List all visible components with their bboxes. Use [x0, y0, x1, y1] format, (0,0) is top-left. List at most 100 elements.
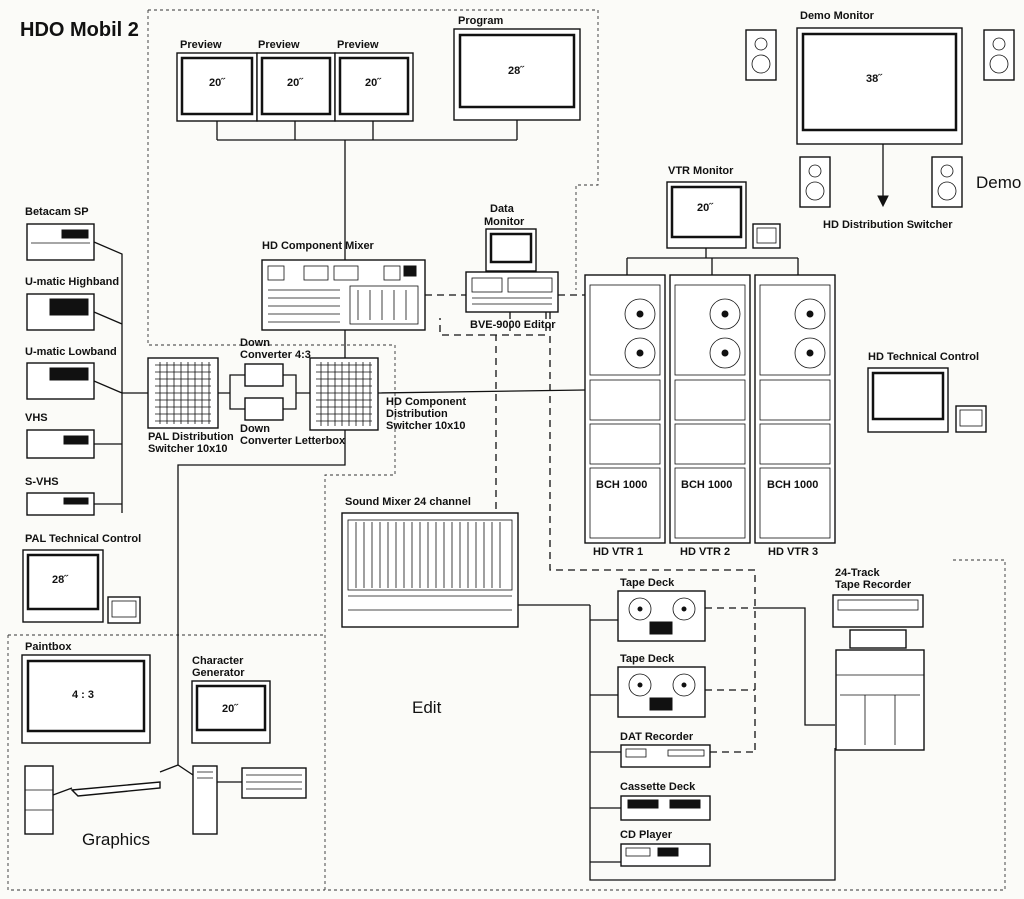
dat-recorder-label: DAT Recorder: [620, 731, 694, 743]
speaker-icon: [983, 29, 1015, 81]
vtr-2-label: HD VTR 2: [680, 546, 730, 558]
data-monitor-label-2: Monitor: [484, 216, 525, 228]
betacam-label: Betacam SP: [25, 206, 89, 218]
source-bus-lines: [93, 241, 148, 513]
data-monitor: Data Monitor: [484, 203, 537, 272]
vhs-deck: VHS: [25, 412, 95, 459]
vtr-rack-1: BCH 1000 HD VTR 1: [584, 274, 666, 558]
demo-monitor-label: Demo Monitor: [800, 10, 875, 22]
vtr-3-label: HD VTR 3: [768, 546, 818, 558]
program-monitor: Program 28˝: [453, 15, 581, 121]
hd-component-mixer: HD Component Mixer: [261, 240, 426, 331]
bve-editor: BVE-9000 Editor: [465, 271, 559, 331]
vtr-rack-3: BCH 1000 HD VTR 3: [754, 274, 836, 558]
paintbox-aspect: 4 : 3: [72, 689, 94, 701]
sound-mixer: Sound Mixer 24 channel: [341, 496, 590, 628]
vtr-rack-2: BCH 1000 HD VTR 2: [669, 274, 751, 558]
vtr-3-model: BCH 1000: [767, 479, 818, 491]
preview-size-3: 20˝: [365, 77, 382, 89]
umatic-highband: U-matic Highband: [25, 276, 119, 331]
bve-editor-label: BVE-9000 Editor: [470, 319, 556, 331]
vtr-monitor-size: 20˝: [697, 202, 714, 214]
preview-size-1: 20˝: [209, 77, 226, 89]
vtr-monitor-label: VTR Monitor: [668, 165, 734, 177]
tape-deck-2-label: Tape Deck: [620, 653, 675, 665]
cassette-deck-label: Cassette Deck: [620, 781, 696, 793]
vtr-2-model: BCH 1000: [681, 479, 732, 491]
diagram-title: HDO Mobil 2: [20, 19, 139, 41]
data-monitor-label-1: Data: [490, 203, 515, 215]
hd-component-distribution-switcher: HD Component Distribution Switcher 10x10: [309, 357, 466, 432]
tape-recorder-label-1: 24-Track: [835, 567, 881, 579]
preview-monitor-3: Preview 20˝: [334, 39, 414, 122]
down-conv-lb-label-1: Down: [240, 423, 270, 435]
vtr-1-label: HD VTR 1: [593, 546, 643, 558]
pal-tc-label: PAL Technical Control: [25, 533, 141, 545]
hd-technical-control-label: HD Technical Control: [868, 351, 979, 363]
umatic-low-label: U-matic Lowband: [25, 346, 117, 358]
edit-area-label: Edit: [412, 698, 442, 717]
vhs-label: VHS: [25, 412, 48, 424]
tape-deck-2: Tape Deck: [617, 653, 706, 718]
cd-player: CD Player: [620, 829, 711, 867]
pal-distribution-switcher: PAL Distribution Switcher 10x10: [147, 357, 234, 455]
hd-comp-switcher-label-3: Switcher 10x10: [386, 420, 466, 432]
down-conv-43-label-2: Converter 4:3: [240, 349, 311, 361]
hd-distribution-switcher-label: HD Distribution Switcher: [823, 219, 953, 231]
preview-monitor-1: Preview 20˝: [176, 39, 258, 122]
pal-technical-control: PAL Technical Control 28˝: [22, 533, 141, 624]
speaker-icon: [931, 156, 963, 208]
pal-tc-size: 28˝: [52, 574, 69, 586]
pal-switcher-label-1: PAL Distribution: [148, 431, 234, 443]
umatic-high-label: U-matic Highband: [25, 276, 119, 288]
vtr-monitor: VTR Monitor 20˝: [626, 165, 799, 275]
tape-deck-1-label: Tape Deck: [620, 577, 675, 589]
paintbox-label: Paintbox: [25, 641, 72, 653]
char-gen-label-2: Generator: [192, 667, 245, 679]
pal-switcher-label-2: Switcher 10x10: [148, 443, 228, 455]
cassette-deck: Cassette Deck: [620, 781, 711, 821]
speaker-icon: [799, 156, 831, 208]
down-conv-lb-label-2: Converter Letterbox: [240, 435, 346, 447]
hd-component-mixer-label: HD Component Mixer: [262, 240, 375, 252]
svhs-deck: S-VHS: [25, 476, 95, 516]
24-track-tape-recorder: 24-Track Tape Recorder: [832, 567, 925, 751]
character-generator: Character Generator 20˝: [191, 655, 271, 744]
area-boundaries: [7, 9, 1006, 891]
preview-label-1: Preview: [180, 39, 222, 51]
graphics-area-label: Graphics: [82, 830, 150, 849]
char-gen-label-1: Character: [192, 655, 244, 667]
betacam-sp: Betacam SP: [25, 206, 95, 261]
tape-deck-1: Tape Deck: [617, 577, 706, 642]
preview-label-3: Preview: [337, 39, 379, 51]
vtr-1-model: BCH 1000: [596, 479, 647, 491]
sound-mixer-label: Sound Mixer 24 channel: [345, 496, 471, 508]
preview-monitor-2: Preview 20˝: [256, 39, 336, 122]
preview-label-2: Preview: [258, 39, 300, 51]
program-size: 28˝: [508, 65, 525, 77]
hd-technical-control: HD Technical Control: [867, 351, 987, 433]
umatic-lowband: U-matic Lowband: [25, 346, 117, 400]
speaker-icon: [745, 29, 777, 81]
svhs-label: S-VHS: [25, 476, 59, 488]
dat-recorder: DAT Recorder: [620, 731, 711, 768]
paintbox: Paintbox 4 : 3: [21, 641, 151, 744]
down-converter-43: Down Converter 4:3: [240, 337, 311, 387]
down-conv-43-label-1: Down: [240, 337, 270, 349]
control-dashed-lines: [425, 294, 756, 753]
tape-recorder-label-2: Tape Recorder: [835, 579, 912, 591]
demo-area-label: Demo: [976, 173, 1021, 192]
demo-area: Demo Monitor 38˝ HD Distribution Switche…: [745, 10, 1021, 231]
hd-comp-switcher-label-2: Distribution: [386, 408, 448, 420]
demo-size: 38˝: [866, 73, 883, 85]
hd-comp-switcher-label-1: HD Component: [386, 396, 466, 408]
graphics-peripherals: [24, 764, 307, 835]
down-converter-letterbox: Down Converter Letterbox: [240, 397, 346, 447]
preview-size-2: 20˝: [287, 77, 304, 89]
char-gen-size: 20˝: [222, 703, 239, 715]
monitor-bus-lines: [216, 120, 518, 268]
audio-bus-lines: [589, 605, 836, 881]
program-label: Program: [458, 15, 503, 27]
